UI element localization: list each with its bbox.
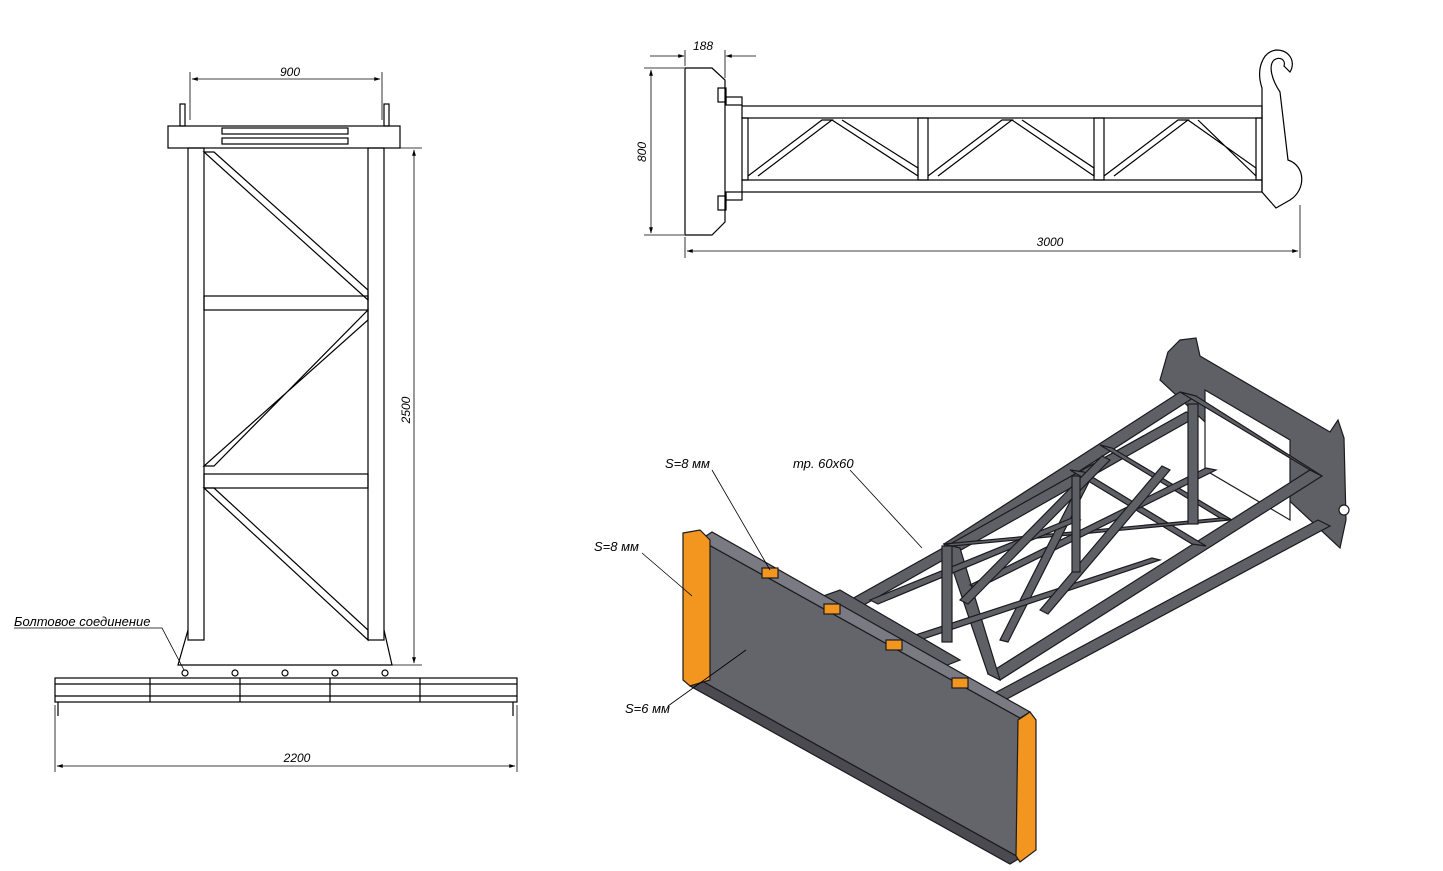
front-view <box>54 103 518 716</box>
label-s6: S=6 мм <box>625 701 670 716</box>
dim-length: 3000 <box>1037 235 1064 249</box>
label-tube: тр. 60x60 <box>793 456 854 471</box>
dim-width-bottom: 2200 <box>283 751 311 765</box>
bolt-connection-label: Болтовое соединение <box>14 614 150 629</box>
diagonal-1 <box>202 151 369 302</box>
top-chord <box>741 105 1263 119</box>
top-mount-plate <box>167 125 401 149</box>
side-dimensions <box>644 50 1301 258</box>
cross-bar-1 <box>203 295 369 311</box>
cross-bar-2 <box>203 473 369 489</box>
iso-view <box>682 337 1350 865</box>
slot-lower <box>221 137 349 145</box>
dim-width-top: 900 <box>280 65 300 79</box>
base-beam <box>54 677 518 703</box>
label-s8-left: S=8 мм <box>594 539 639 554</box>
bottom-chord <box>741 179 1263 193</box>
iso-end-plate-left <box>682 529 711 687</box>
right-post <box>367 147 385 641</box>
diagonal-3 <box>202 487 369 642</box>
front-dimensions <box>14 72 518 772</box>
side-end-plate <box>684 67 726 236</box>
iso-lower-chord-right <box>976 519 1332 709</box>
iso-end-plate-right <box>1015 711 1037 863</box>
side-view <box>684 49 1303 236</box>
iso-callouts <box>641 469 923 707</box>
label-s8-top: S=8 мм <box>665 456 710 471</box>
dim-side-height: 800 <box>635 142 649 162</box>
diagonal-2 <box>202 308 369 467</box>
slot-upper <box>221 127 349 135</box>
hook-plate <box>1259 49 1303 209</box>
mount-pin-left <box>179 103 186 127</box>
mount-pin-right <box>383 103 390 127</box>
dim-offset: 188 <box>693 39 713 53</box>
dim-height: 2500 <box>399 396 413 424</box>
base-bracket <box>177 629 393 666</box>
left-post <box>187 147 205 641</box>
